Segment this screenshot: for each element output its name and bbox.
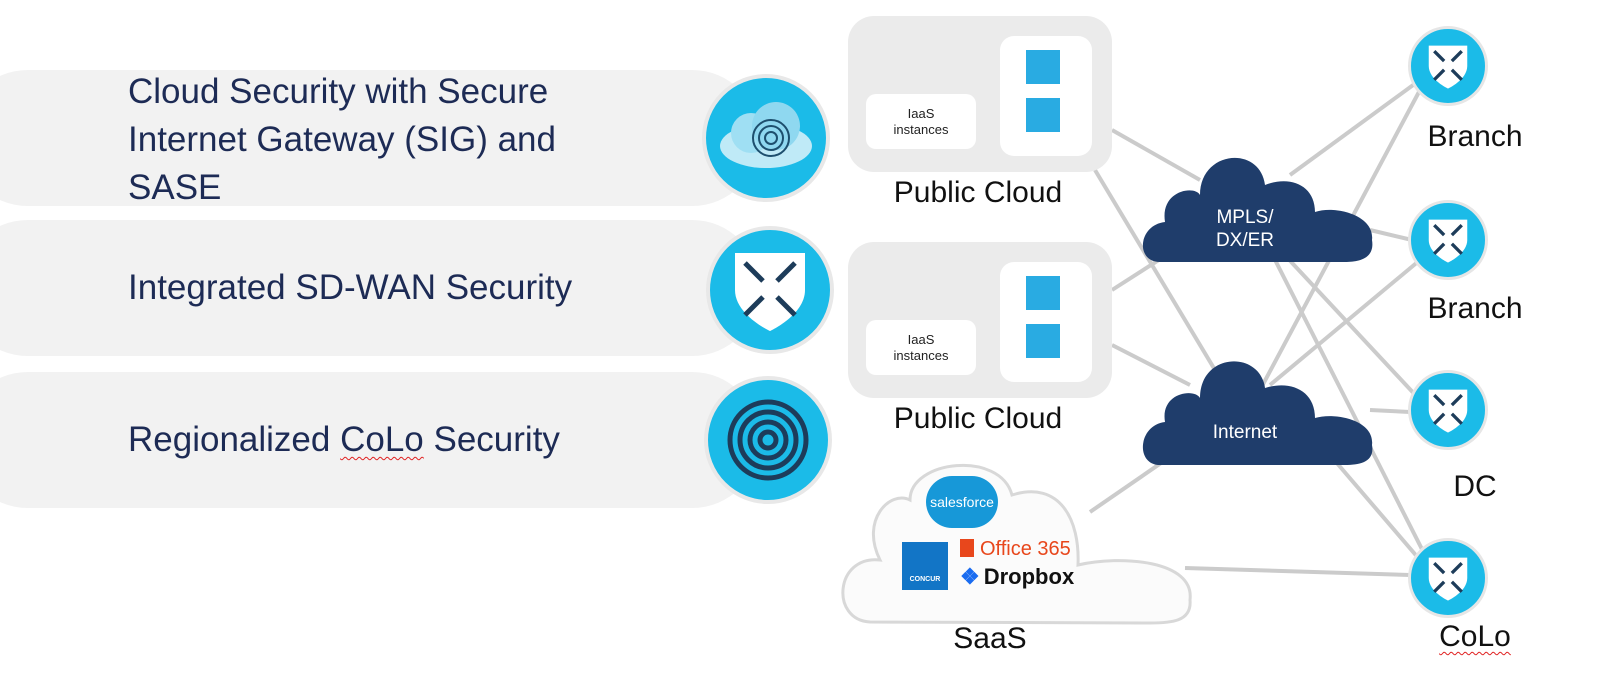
mpls-line: DX/ER bbox=[1215, 230, 1275, 251]
iaas-label: IaaS bbox=[907, 105, 935, 121]
fingerprint-icon bbox=[704, 376, 832, 504]
feature-title: Cloud Security with Secure Internet Gate… bbox=[128, 68, 556, 212]
feature-pill-cloud-security bbox=[0, 70, 760, 206]
branch-shield-icon bbox=[1408, 26, 1488, 106]
branch-shield-icon bbox=[1408, 200, 1488, 280]
concur-logo: CONCUR bbox=[902, 542, 948, 590]
iaas-label: instances bbox=[893, 121, 949, 137]
site-label: Branch bbox=[1427, 120, 1523, 153]
router-icon bbox=[1026, 98, 1060, 132]
iaas-label: instances bbox=[893, 347, 949, 363]
shield-router-icon bbox=[706, 226, 834, 354]
site-label: CoLo bbox=[1439, 620, 1511, 653]
salesforce-logo: salesforce bbox=[926, 476, 998, 528]
feature-line: SASE bbox=[128, 168, 222, 207]
feature-title: Regionalized CoLo Security bbox=[128, 416, 560, 464]
office365-logo: Office 365 bbox=[960, 538, 1071, 561]
router-group bbox=[1000, 262, 1092, 382]
internet-cloud bbox=[1142, 361, 1373, 465]
cloud-fingerprint-icon bbox=[702, 74, 830, 202]
dropbox-logo: ❖Dropbox bbox=[960, 564, 1074, 590]
saas-label: SaaS bbox=[953, 622, 1027, 655]
dropbox-text: Dropbox bbox=[983, 564, 1075, 589]
feature-line: Cloud Security with Secure bbox=[128, 72, 549, 111]
feature-line: Regionalized bbox=[128, 420, 341, 459]
office365-text: Office 365 bbox=[980, 538, 1071, 560]
mpls-line: MPLS/ bbox=[1216, 207, 1274, 228]
feature-title: Integrated SD-WAN Security bbox=[128, 268, 573, 307]
mpls-label: MPLS/DX/ER bbox=[1190, 206, 1300, 252]
router-icon bbox=[1026, 50, 1060, 84]
dc-shield-icon bbox=[1408, 370, 1488, 450]
internet-label: Internet bbox=[1212, 422, 1278, 443]
feature-line: Internet Gateway (SIG) and bbox=[128, 120, 556, 159]
colo-shield-icon bbox=[1408, 538, 1488, 618]
public-cloud-label: Public Cloud bbox=[893, 402, 1063, 435]
router-icon bbox=[1026, 324, 1060, 358]
public-cloud-label: Public Cloud bbox=[893, 176, 1063, 209]
feature-line: CoLo bbox=[340, 420, 424, 459]
site-label: DC bbox=[1453, 470, 1497, 503]
office-icon bbox=[960, 539, 974, 557]
feature-pill-colo-security bbox=[0, 372, 760, 508]
mpls-cloud bbox=[1142, 157, 1373, 262]
router-group bbox=[1000, 36, 1092, 156]
site-label: Branch bbox=[1427, 292, 1523, 325]
feature-pill-sdwan-security bbox=[0, 220, 760, 356]
feature-line: Security bbox=[423, 420, 560, 459]
router-icon bbox=[1026, 276, 1060, 310]
dropbox-icon: ❖ bbox=[960, 564, 980, 589]
iaas-label: IaaS bbox=[907, 331, 935, 347]
